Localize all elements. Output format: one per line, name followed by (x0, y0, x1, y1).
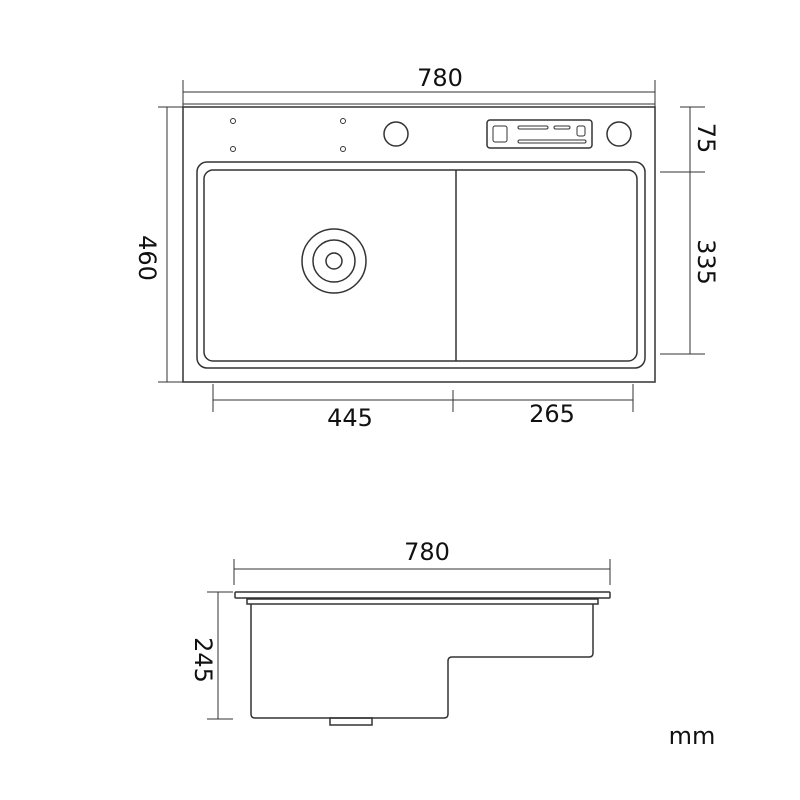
side-view: 780 245 (189, 538, 611, 726)
side-depth-label: 245 (189, 637, 217, 683)
right-section-label: 265 (529, 400, 575, 428)
dimension-height: 460 (133, 106, 183, 383)
dimension-width: 780 (182, 64, 656, 107)
mount-hole (230, 118, 236, 124)
height-label: 460 (133, 235, 161, 281)
side-dimension-width: 780 (233, 538, 611, 585)
sink-outline (182, 106, 656, 383)
deck-depth-label: 75 (692, 123, 720, 154)
width-label: 780 (417, 64, 463, 92)
mount-hole (340, 146, 346, 152)
control-panel (486, 119, 593, 149)
mount-hole (340, 118, 346, 124)
side-width-label: 780 (404, 538, 450, 566)
left-section-label: 445 (327, 404, 373, 432)
unit-label: mm (669, 722, 716, 750)
flange-lip (246, 598, 599, 605)
drain-outlet (329, 717, 373, 726)
flange (234, 591, 611, 599)
drain-icon (301, 228, 367, 294)
basin-profile (250, 604, 594, 719)
soap-dispenser-hole (606, 121, 632, 147)
dimension-sections: 445 265 (212, 384, 634, 432)
mount-hole (230, 146, 236, 152)
basin-rim (196, 161, 646, 369)
basin-inner (203, 169, 638, 362)
bowl-depth-label: 335 (692, 239, 720, 285)
faucet-hole (383, 121, 409, 147)
side-dimension-depth: 245 (189, 591, 233, 720)
dimension-deck: 75 335 (660, 106, 720, 355)
top-view: 780 460 75 335 445 265 (133, 64, 720, 432)
